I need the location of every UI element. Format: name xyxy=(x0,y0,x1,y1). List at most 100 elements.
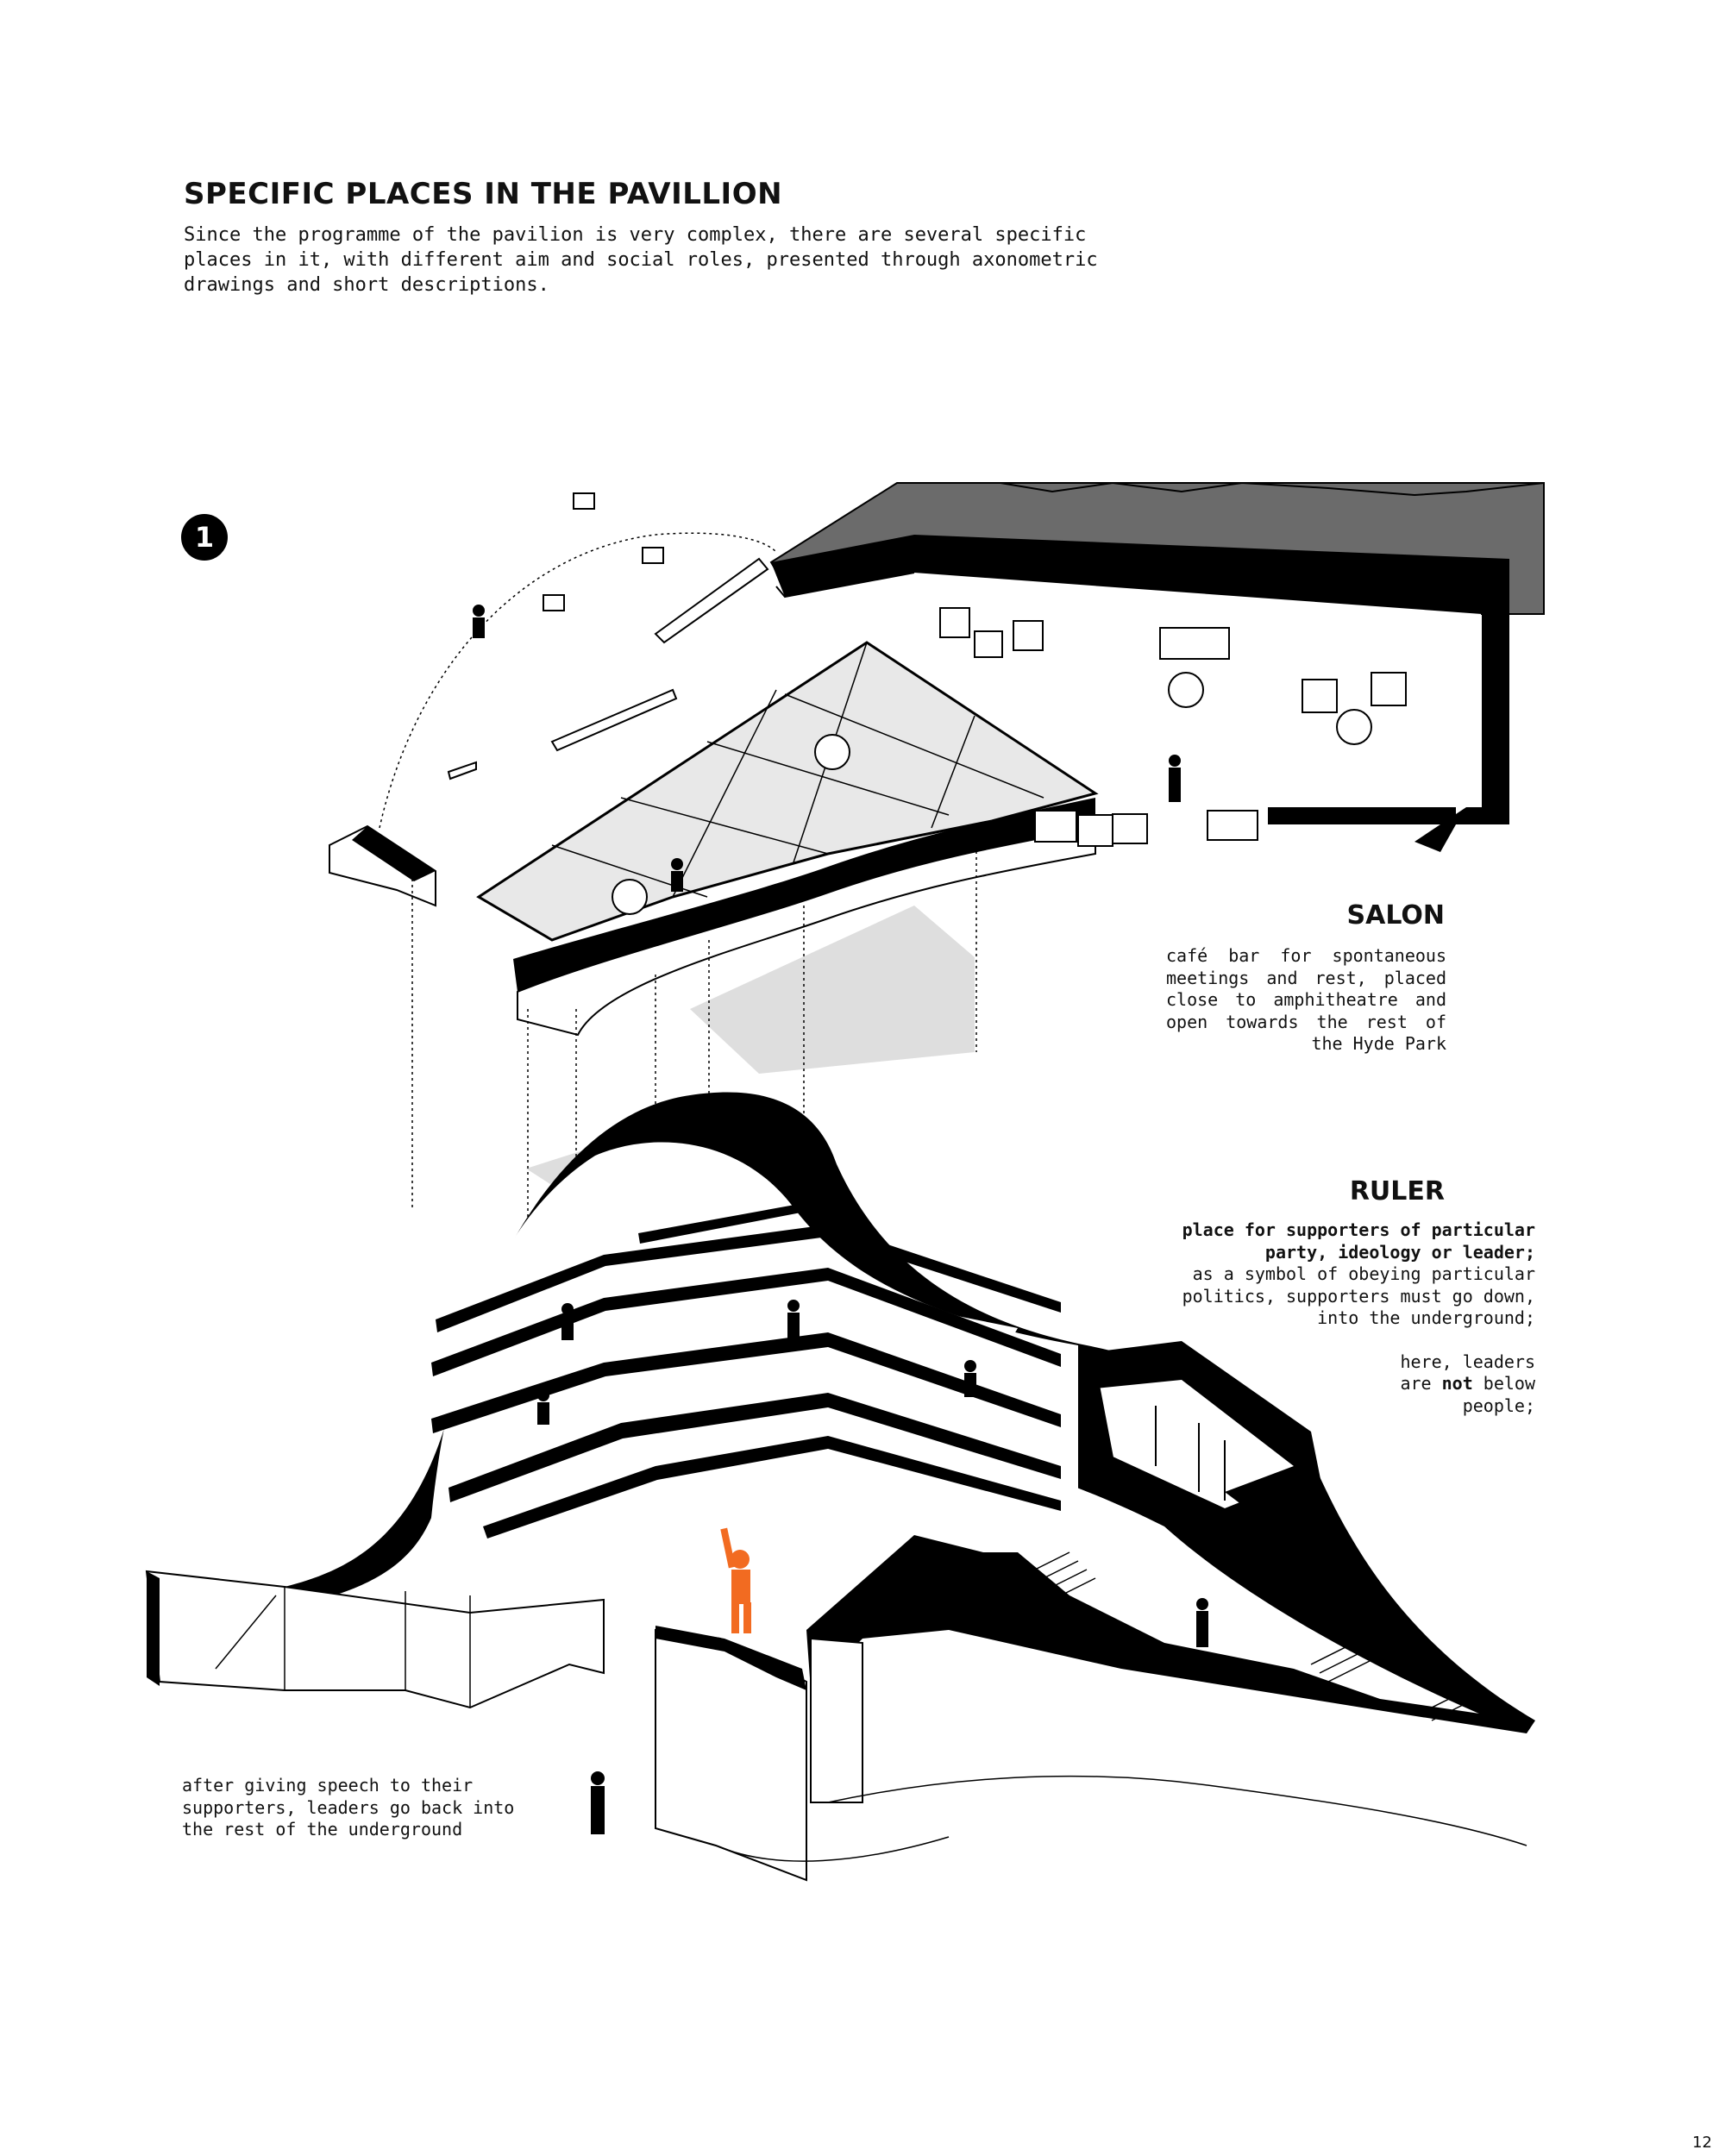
service-block-top xyxy=(1078,1341,1328,1518)
salon-wall-segment xyxy=(1207,810,1258,841)
salon-line: meetings and rest, placed xyxy=(1166,967,1446,988)
ruler-note-prefix: are xyxy=(1400,1373,1442,1394)
salon-line: the Hyde Park xyxy=(1311,1033,1446,1054)
walking-figure-body xyxy=(1196,1611,1208,1647)
supporter-figure-body xyxy=(964,1373,976,1397)
seating-tier xyxy=(436,1225,1061,1332)
intro-line: drawings and short descriptions. xyxy=(184,274,549,296)
supporter-figure-body xyxy=(787,1313,800,1338)
leader-figure xyxy=(720,1527,751,1633)
cafe-table xyxy=(974,630,1003,658)
page-heading: SPECIFIC PLACES IN THE PAVILLION xyxy=(184,177,783,211)
right-wall xyxy=(806,1535,1527,1733)
armchair xyxy=(1371,672,1407,706)
salon-wall-bottom xyxy=(1268,807,1456,824)
cafe-table xyxy=(642,547,664,564)
cafe-table xyxy=(1336,709,1372,745)
seating-tier xyxy=(448,1393,1061,1502)
person-walking xyxy=(1169,755,1181,767)
ruler-note-line: people; xyxy=(1462,1395,1535,1416)
supporter-figure xyxy=(964,1360,976,1372)
ruler-line: into the underground; xyxy=(1317,1307,1535,1328)
ruler-note-suffix: below xyxy=(1472,1373,1535,1394)
outer-wall-left-edge xyxy=(147,1571,160,1686)
seating-tier xyxy=(638,1199,828,1244)
ruler-line: politics, supporters must go down, xyxy=(1182,1285,1535,1307)
supporter-figure-body xyxy=(561,1316,574,1340)
person-seated xyxy=(671,858,683,870)
ground-line xyxy=(715,1836,950,1862)
salon-glass-roof xyxy=(476,641,1099,942)
salon-wall-right xyxy=(1414,614,1509,852)
salon-front-wall xyxy=(513,798,1095,992)
salon-front-wall-face xyxy=(517,826,1096,1037)
salon-description: café bar for spontaneous meetings and re… xyxy=(1166,945,1446,1056)
ruler-title: RULER xyxy=(1349,1176,1445,1206)
leader-leaving-figure-body xyxy=(591,1786,605,1834)
cafe-table xyxy=(814,734,850,770)
front-wall-top xyxy=(656,1626,806,1690)
leaders-note-line: the rest of the underground xyxy=(182,1819,463,1839)
cafe-table xyxy=(612,879,648,915)
sofa xyxy=(1159,627,1230,660)
cafe-table xyxy=(1168,672,1204,708)
ruler-note-line: here, leaders xyxy=(1400,1351,1535,1372)
salon-roof-edge xyxy=(897,481,1545,497)
ruler-spacer xyxy=(1113,1330,1535,1351)
seating-tier xyxy=(431,1268,1061,1376)
intro-line: places in it, with different aim and soc… xyxy=(184,249,1098,271)
ground-line xyxy=(827,1775,1527,1846)
walking-figure xyxy=(1196,1598,1208,1610)
armchair xyxy=(1013,620,1044,651)
cafe-table xyxy=(573,492,595,510)
cafe-table xyxy=(543,594,565,611)
salon-level xyxy=(329,481,1545,1345)
salon-beam xyxy=(654,557,769,644)
right-wall-face xyxy=(810,1637,863,1803)
leaders-note-line: after giving speech to their xyxy=(182,1775,474,1796)
person-seated xyxy=(473,605,485,617)
outer-wall-left xyxy=(145,1570,605,1709)
ruler-bold-line: place for supporters of particular xyxy=(1182,1219,1535,1240)
ruler-line: as a symbol of obeying particular xyxy=(1192,1263,1535,1284)
supporter-figure-body xyxy=(537,1402,549,1425)
seating-tier xyxy=(431,1332,1061,1433)
salon-shadow-floor xyxy=(690,906,975,1074)
ruler-note-bold: not xyxy=(1441,1373,1473,1394)
projection-arc xyxy=(379,532,777,829)
ruler-bold-line: party, ideology or leader; xyxy=(1264,1241,1535,1263)
salon-title: SALON xyxy=(1346,900,1445,931)
salon-line: café bar for spontaneous xyxy=(1166,945,1446,966)
salon-bench xyxy=(1077,814,1113,847)
salon-beam xyxy=(447,761,477,780)
salon-line: close to amphitheatre and xyxy=(1166,989,1446,1010)
leaders-note-line: supporters, leaders go back into xyxy=(182,1796,515,1818)
page-number: 12 xyxy=(1692,2134,1712,2152)
salon-line: open towards the rest of xyxy=(1166,1011,1446,1032)
salon-floor-edge xyxy=(775,572,915,599)
supporter-figure xyxy=(537,1389,549,1401)
supporter-figure xyxy=(787,1300,800,1312)
person-seated-body xyxy=(671,871,683,892)
section-number-badge: 1 xyxy=(181,514,228,561)
salon-wall-corner xyxy=(771,535,914,597)
salon-bench xyxy=(1034,810,1077,843)
person-walking-body xyxy=(1169,768,1181,802)
supporter-figure xyxy=(561,1303,574,1315)
armchair xyxy=(939,607,970,638)
salon-detached-wall-top xyxy=(352,826,436,881)
leaders-note: after giving speech to their supporters,… xyxy=(182,1775,544,1841)
ruler-note-line: are not below xyxy=(1113,1373,1535,1395)
person-seated-body xyxy=(473,617,485,638)
intro-line: Since the programme of the pavilion is v… xyxy=(184,224,1087,246)
salon-beam xyxy=(550,688,678,752)
armchair xyxy=(1302,679,1338,713)
salon-wall-top xyxy=(914,535,1509,614)
leader-leaving-figure xyxy=(591,1771,605,1785)
intro-paragraph: Since the programme of the pavilion is v… xyxy=(184,222,1219,298)
ruler-description: place for supporters of particular party… xyxy=(1113,1219,1535,1417)
seating-tier xyxy=(483,1436,1061,1539)
ruler-level xyxy=(145,1092,1535,1882)
salon-bench xyxy=(1112,813,1148,844)
